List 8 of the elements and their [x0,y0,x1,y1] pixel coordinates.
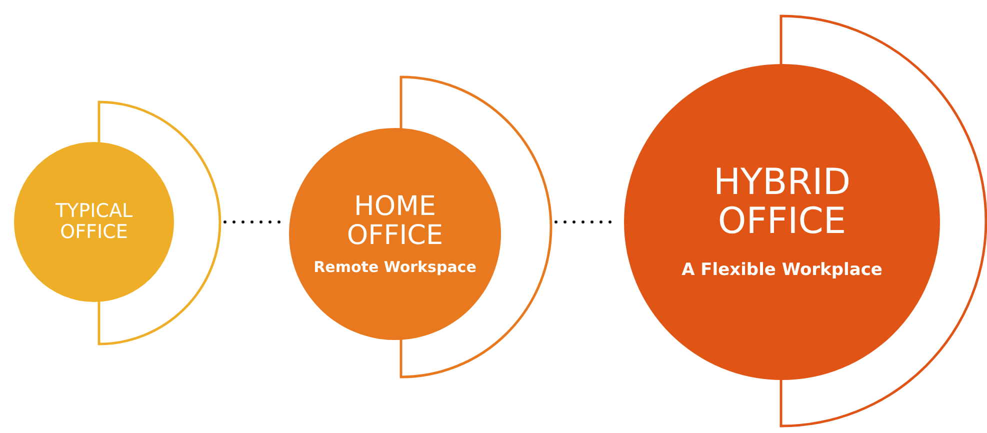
node-subtitle: Remote Workspace [314,258,476,276]
circle-with-half-ring [289,75,553,379]
circle-with-half-ring [14,100,222,346]
node-title: HYBRID OFFICE [712,164,852,242]
node-title: HOME OFFICE [346,192,444,250]
circle-with-half-ring [624,14,987,428]
node-subtitle: A Flexible Workplace [682,260,882,280]
node-title: TYPICAL OFFICE [54,201,134,243]
